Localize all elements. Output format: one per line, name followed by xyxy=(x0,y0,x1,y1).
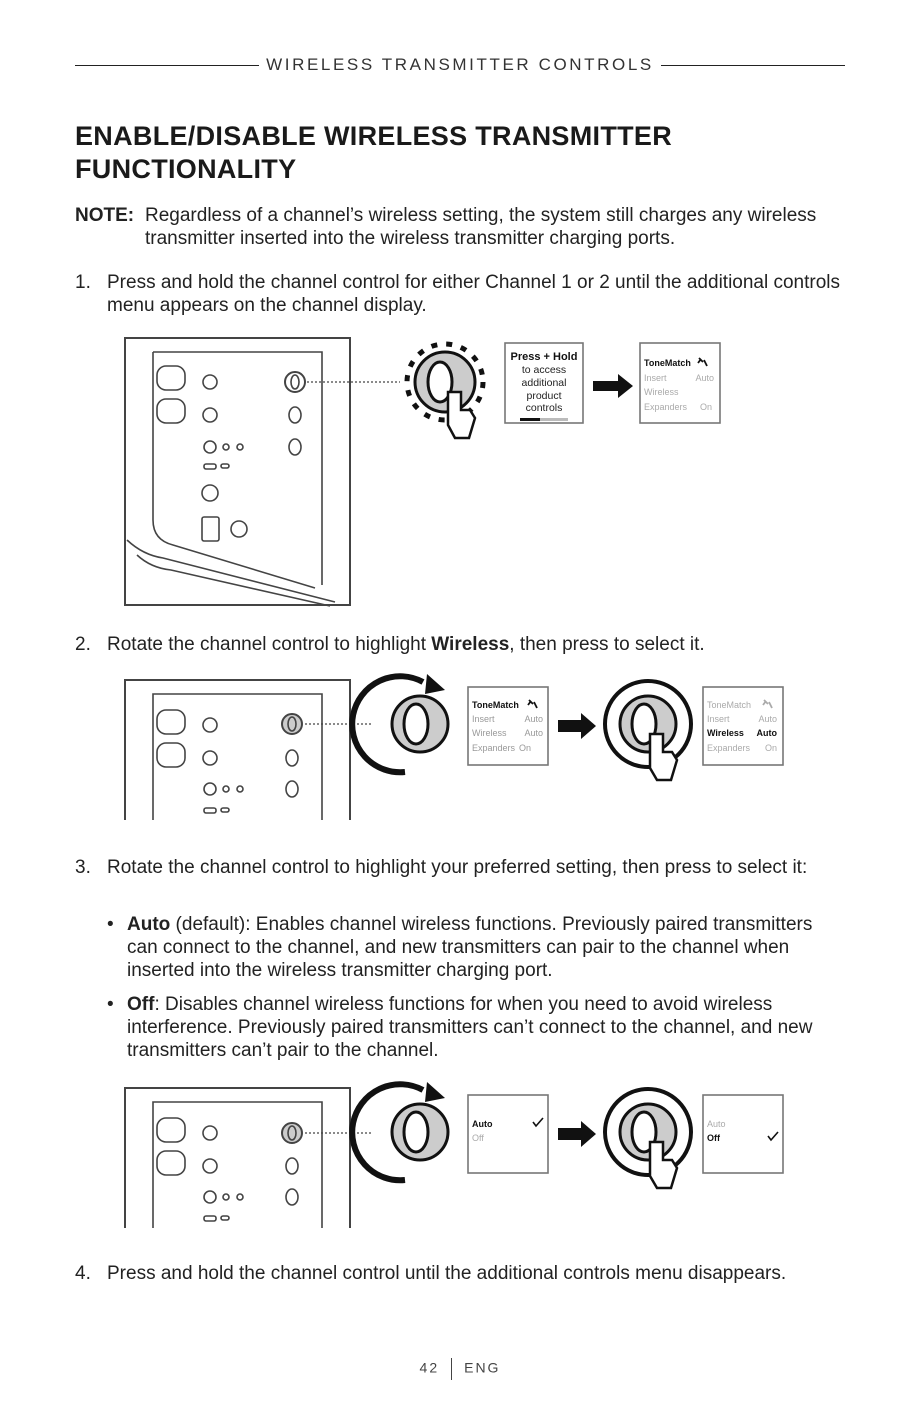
checkmark-icon xyxy=(767,1131,779,1142)
arrow-right-icon xyxy=(558,713,596,739)
svg-text:Wireless: Wireless xyxy=(707,728,744,738)
svg-text:On: On xyxy=(700,402,712,412)
mic-icon xyxy=(697,357,708,367)
page-title: ENABLE/DISABLE WIRELESS TRANSMITTER FUNC… xyxy=(75,121,673,184)
bullet-text: Auto (default): Enables channel wireless… xyxy=(127,914,813,981)
step-number: 1. xyxy=(75,272,91,293)
svg-text:ToneMatch: ToneMatch xyxy=(707,700,751,710)
hand-press-icon xyxy=(648,1140,679,1190)
svg-text:Auto: Auto xyxy=(524,714,543,724)
control-knob-press xyxy=(603,1087,693,1190)
section-header: WIRELESS TRANSMITTER CONTROLS xyxy=(75,53,845,79)
svg-text:Insert: Insert xyxy=(472,714,495,724)
svg-text:Expanders: Expanders xyxy=(707,743,751,753)
options-display-after: Auto Off xyxy=(702,1094,784,1174)
arrow-right-icon xyxy=(558,1121,596,1147)
hand-press-icon xyxy=(648,732,679,782)
control-knob-rotate xyxy=(349,1081,450,1184)
step-number: 4. xyxy=(75,1263,91,1284)
step-number: 2. xyxy=(75,634,91,655)
svg-text:Auto: Auto xyxy=(524,728,543,738)
svg-text:Wireless: Wireless xyxy=(644,387,679,397)
svg-text:Auto: Auto xyxy=(758,714,777,724)
svg-text:Expanders: Expanders xyxy=(472,743,516,753)
bullet-text: Off: Disables channel wireless functions… xyxy=(127,994,813,1061)
svg-text:ToneMatch: ToneMatch xyxy=(472,700,519,710)
mic-icon xyxy=(527,699,538,709)
language-code: ENG xyxy=(464,1359,501,1376)
svg-text:Wireless: Wireless xyxy=(472,728,507,738)
svg-text:Expanders: Expanders xyxy=(644,402,688,412)
svg-text:Insert: Insert xyxy=(707,714,730,724)
figure-select-setting: Auto Off Auto Off xyxy=(124,1081,784,1228)
svg-text:Insert: Insert xyxy=(644,373,667,383)
step-text: Press and hold the channel control for e… xyxy=(107,272,841,316)
arrow-right-icon xyxy=(593,374,633,398)
svg-text:On: On xyxy=(519,743,531,753)
control-knob-press xyxy=(404,341,486,440)
svg-text:Auto: Auto xyxy=(472,1119,493,1129)
speaker-panel xyxy=(124,337,351,607)
svg-text:Auto: Auto xyxy=(707,1119,726,1129)
speaker-panel xyxy=(124,1087,351,1228)
mic-icon xyxy=(762,699,773,709)
figure-press-hold: Press + Hold to access additional produc… xyxy=(124,337,721,607)
svg-text:ToneMatch: ToneMatch xyxy=(644,358,691,368)
svg-text:product: product xyxy=(526,390,561,402)
svg-text:On: On xyxy=(765,743,777,753)
press-hold-display: Press + Hold to access additional produc… xyxy=(504,342,584,424)
svg-text:controls: controls xyxy=(526,402,563,414)
page-number: 42 xyxy=(419,1359,440,1376)
svg-text:to access: to access xyxy=(522,364,566,376)
rotate-arrow-icon xyxy=(425,674,445,694)
note-text: Regardless of a channel’s wireless setti… xyxy=(145,205,817,249)
svg-text:Off: Off xyxy=(472,1133,484,1143)
control-knob-press xyxy=(603,679,693,782)
press-hold-title: Press + Hold xyxy=(511,351,578,363)
svg-text:Auto: Auto xyxy=(695,373,714,383)
section-title: WIRELESS TRANSMITTER CONTROLS xyxy=(259,55,661,74)
svg-text:additional: additional xyxy=(522,377,567,389)
progress-bar xyxy=(520,418,540,421)
page-footer: 42 ENG xyxy=(0,1358,920,1380)
figure-rotate-wireless: ToneMatch Insert Auto Wireless Auto Expa… xyxy=(124,673,784,820)
svg-text:Auto: Auto xyxy=(757,728,778,738)
checkmark-icon xyxy=(532,1117,544,1128)
footer-divider xyxy=(451,1358,453,1380)
step-text: Rotate the channel control to highlight … xyxy=(107,634,705,655)
options-display-before: Auto Off xyxy=(467,1094,549,1174)
hand-press-icon xyxy=(446,390,477,440)
note-label: NOTE: xyxy=(75,205,135,226)
control-knob-rotate xyxy=(349,673,450,776)
step-number: 3. xyxy=(75,857,91,878)
step-text: Rotate the channel control to highlight … xyxy=(107,857,808,878)
controls-menu-display: ToneMatch Insert Auto Wireless Expanders… xyxy=(639,342,721,424)
svg-text:Off: Off xyxy=(707,1133,721,1143)
menu-display-before: ToneMatch Insert Auto Wireless Auto Expa… xyxy=(467,686,549,766)
speaker-panel xyxy=(124,679,351,820)
step-text: Press and hold the channel control until… xyxy=(107,1263,787,1284)
menu-display-after: ToneMatch Insert Auto Wireless Auto Expa… xyxy=(702,686,784,766)
rotate-arrow-icon xyxy=(425,1082,445,1102)
